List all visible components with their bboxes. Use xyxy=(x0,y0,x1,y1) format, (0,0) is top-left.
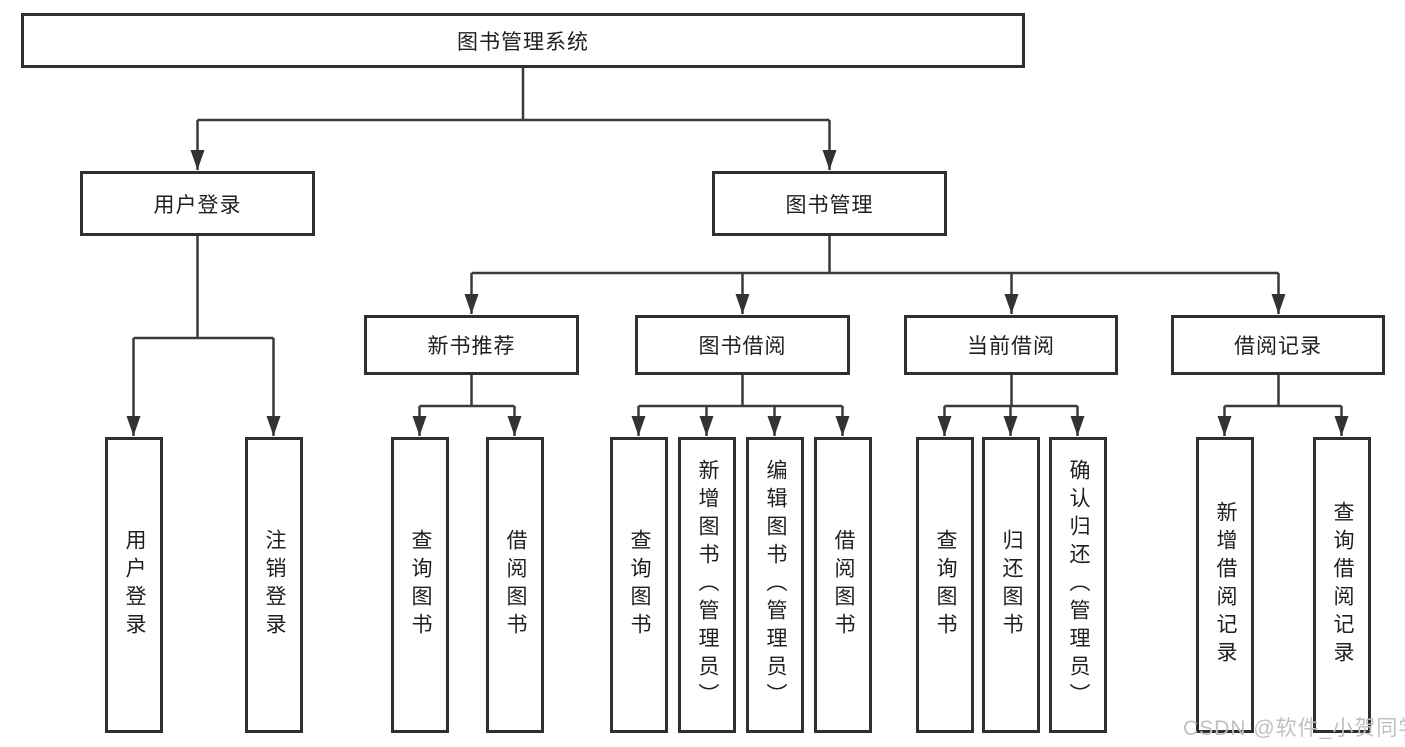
node-label: 图书借阅 xyxy=(698,335,787,358)
node-label: 查询图书 xyxy=(628,529,651,641)
node-edit-book-admin: 编辑图书（管理员） xyxy=(746,437,804,733)
node-label: 注销登录 xyxy=(263,529,286,641)
node-new-book-recommendation: 新书推荐 xyxy=(364,315,579,375)
node-user-login: 用户登录 xyxy=(80,171,315,236)
node-query-books-current: 查询图书 xyxy=(916,437,974,733)
node-label: 图书管理系统 xyxy=(457,30,589,54)
node-book-borrowing: 图书借阅 xyxy=(635,315,850,375)
node-label: 用户登录 xyxy=(153,193,242,217)
node-label: 查询图书 xyxy=(934,529,957,641)
node-label: 当前借阅 xyxy=(967,335,1055,358)
node-label: 编辑图书（管理员） xyxy=(764,459,787,711)
node-borrow-books-borrowing: 借阅图书 xyxy=(814,437,872,733)
node-user-login-leaf: 用户登录 xyxy=(105,437,163,733)
watermark: CSDN @软件_小贺同学 xyxy=(1183,717,1405,740)
node-query-borrow-record: 查询借阅记录 xyxy=(1313,437,1371,733)
node-label: 新书推荐 xyxy=(427,335,516,358)
node-label: 借阅图书 xyxy=(504,529,527,641)
node-query-books-borrowing: 查询图书 xyxy=(610,437,668,733)
node-label: 借阅记录 xyxy=(1234,335,1322,358)
node-query-books-recommend: 查询图书 xyxy=(391,437,449,733)
node-add-book-admin: 新增图书（管理员） xyxy=(678,437,736,733)
node-current-borrowing: 当前借阅 xyxy=(904,315,1118,375)
node-library-management-system: 图书管理系统 xyxy=(21,13,1025,68)
node-label: 图书管理 xyxy=(785,193,874,217)
node-label: 用户登录 xyxy=(123,529,146,641)
node-borrowing-records: 借阅记录 xyxy=(1171,315,1385,375)
node-label: 新增借阅记录 xyxy=(1214,501,1237,669)
node-borrow-books-recommend: 借阅图书 xyxy=(486,437,544,733)
node-label: 确认归还（管理员） xyxy=(1067,459,1090,711)
node-confirm-return-admin: 确认归还（管理员） xyxy=(1049,437,1107,733)
node-logout: 注销登录 xyxy=(245,437,303,733)
node-label: 借阅图书 xyxy=(832,529,855,641)
node-return-books: 归还图书 xyxy=(982,437,1040,733)
node-label: 新增图书（管理员） xyxy=(696,459,719,711)
connector-arrows xyxy=(126,120,1349,436)
node-label: 归还图书 xyxy=(1000,529,1023,641)
node-book-management: 图书管理 xyxy=(712,171,947,236)
node-label: 查询借阅记录 xyxy=(1331,501,1354,669)
node-label: 查询图书 xyxy=(409,529,432,641)
connector-skeleton xyxy=(133,68,1342,408)
node-add-borrow-record: 新增借阅记录 xyxy=(1196,437,1254,733)
